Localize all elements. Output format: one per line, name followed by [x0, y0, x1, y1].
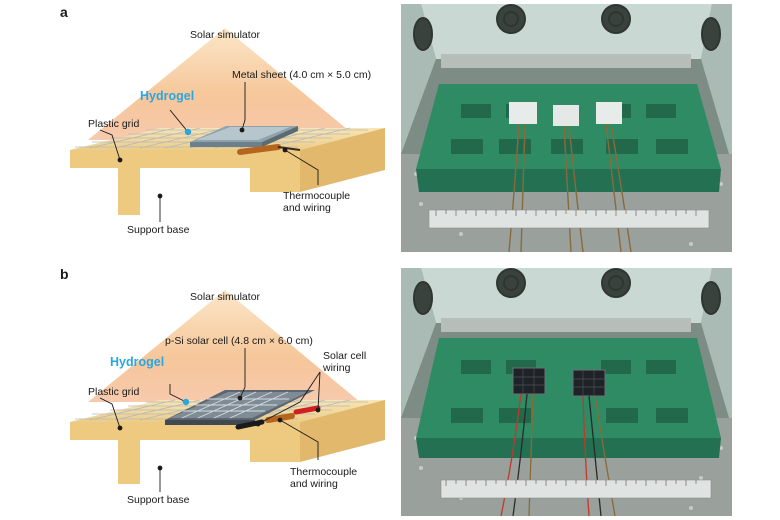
- diagram-a: Solar simulator Metal sheet (4.0 cm × 5.…: [0, 0, 395, 255]
- green-tray: [416, 84, 721, 192]
- label-support-base: Support base: [127, 224, 190, 236]
- diagram-b: Solar simulator p-Si solar cell (4.8 cm …: [0, 262, 395, 517]
- label-support-base: Support base: [127, 494, 190, 506]
- label-plastic-grid: Plastic grid: [88, 386, 140, 398]
- panel-letter-a: a: [60, 4, 68, 20]
- solar-cells: [512, 367, 606, 397]
- label-hydrogel: Hydrogel: [110, 355, 164, 369]
- label-thermocouple-1: Thermocouple: [283, 190, 350, 202]
- label-thermocouple-1: Thermocouple: [290, 466, 357, 478]
- label-thermocouple-2: and wiring: [283, 202, 331, 214]
- thermocouple-probe: [237, 144, 301, 155]
- fan-icon: [413, 268, 721, 315]
- sample-sheets: [509, 102, 622, 126]
- light-cone: [88, 290, 360, 402]
- chamber-back-panel: [421, 268, 712, 323]
- metal-sheet: [190, 126, 298, 147]
- label-solar-cell-wiring-1: Solar cell: [323, 350, 366, 362]
- label-thermocouple-2: and wiring: [290, 478, 338, 490]
- label-device: p-Si solar cell (4.8 cm × 6.0 cm): [165, 335, 313, 347]
- label-solar-simulator: Solar simulator: [190, 29, 261, 41]
- panel-letter-b: b: [60, 266, 69, 282]
- label-hydrogel: Hydrogel: [140, 89, 194, 103]
- photo-a: [401, 4, 732, 252]
- solar-cell: [165, 390, 315, 425]
- fan-icon: [413, 4, 721, 51]
- green-tray: [416, 338, 721, 458]
- label-device: Metal sheet (4.0 cm × 5.0 cm): [232, 69, 371, 81]
- support-base: [70, 128, 385, 215]
- light-cone: [88, 28, 360, 140]
- label-solar-simulator: Solar simulator: [190, 291, 261, 303]
- label-solar-cell-wiring-2: wiring: [322, 362, 351, 374]
- chamber-back-panel: [421, 4, 712, 59]
- ruler: [428, 209, 710, 229]
- label-plastic-grid: Plastic grid: [88, 118, 140, 130]
- photo-b: [401, 268, 732, 516]
- ruler: [440, 479, 712, 499]
